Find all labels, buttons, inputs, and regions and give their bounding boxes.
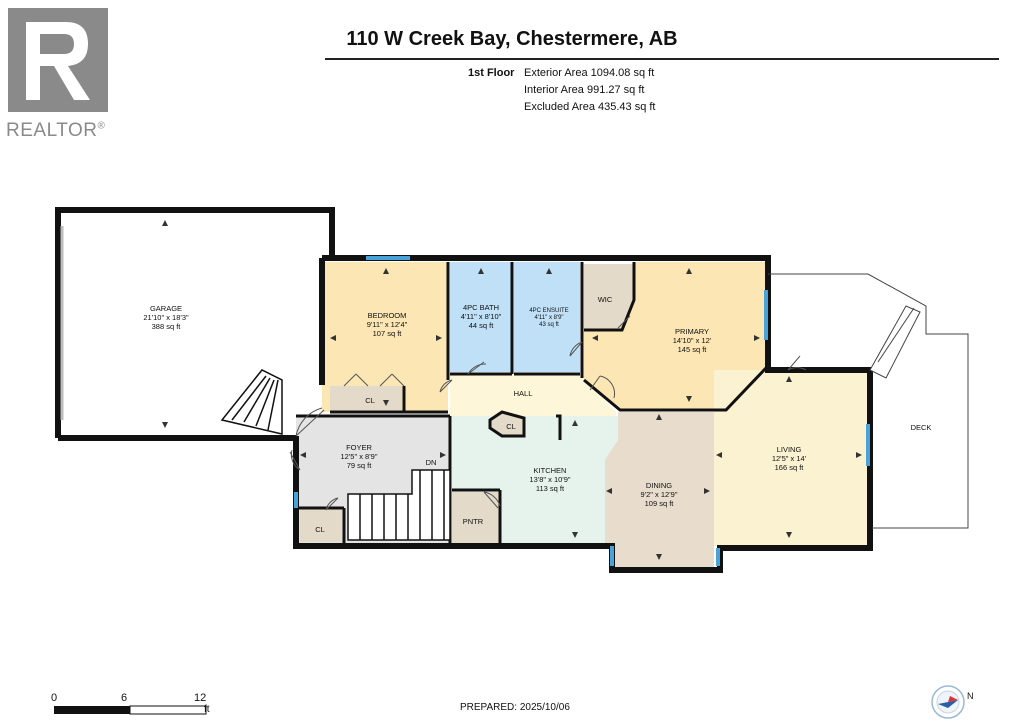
closet-hall-label: CL — [506, 422, 516, 431]
dining-area: 109 sq ft — [645, 499, 675, 508]
living-dims: 12'5" x 14' — [772, 454, 807, 463]
bedroom-area: 107 sq ft — [373, 329, 403, 338]
bath-fill — [450, 262, 512, 372]
compass-north-label: N — [967, 691, 974, 701]
compass-icon: N — [930, 682, 974, 722]
floor-label: 1st Floor — [468, 67, 515, 79]
primary-area: 145 sq ft — [678, 345, 708, 354]
dining-name: DINING — [646, 481, 672, 490]
ensuite-area: 43 sq ft — [539, 322, 559, 328]
bath-dims: 4'11" x 8'10" — [461, 312, 502, 321]
garage-dims: 21'10" x 18'3" — [143, 313, 189, 322]
hall-name: HALL — [514, 389, 533, 398]
ensuite-name: 4PC ENSUITE — [529, 308, 568, 314]
closet-foyer-label: CL — [315, 525, 325, 534]
scale-label-12: 12 — [194, 692, 207, 704]
garage-walls — [55, 207, 335, 438]
bath-name: 4PC BATH — [463, 303, 499, 312]
garage-name: GARAGE — [150, 304, 182, 313]
prepared-date: PREPARED: 2025/10/06 — [460, 702, 570, 713]
stairs-down-label: DN — [426, 458, 437, 467]
bedroom-name: BEDROOM — [368, 311, 407, 320]
bedroom-dims: 9'11" x 12'4" — [367, 320, 408, 329]
hall-fill — [450, 374, 616, 416]
primary-name: PRIMARY — [675, 327, 709, 336]
wic-fill — [584, 264, 634, 330]
closet-fill — [330, 386, 402, 412]
room-labels: GARAGE 21'10" x 18'3" 388 sq ft BEDROOM … — [143, 295, 931, 534]
living-area: 166 sq ft — [775, 463, 805, 472]
kitchen-name: KITCHEN — [534, 466, 567, 475]
kitchen-area: 113 sq ft — [536, 484, 565, 493]
header-divider — [325, 58, 999, 60]
excluded-area: Excluded Area 435.43 sq ft — [524, 101, 656, 113]
realtor-logo-mark — [8, 8, 108, 112]
garage-area: 388 sq ft — [152, 322, 182, 331]
wic-name: WIC — [598, 295, 613, 304]
realtor-logo: REALTOR® — [6, 8, 118, 141]
closet-fill-2 — [300, 508, 342, 542]
ensuite-fill — [514, 262, 580, 372]
living-fill — [714, 370, 868, 546]
ensuite-dims: 4'11" x 8'9" — [534, 315, 563, 321]
dimension-arrows — [162, 220, 862, 560]
property-address-title: 110 W Creek Bay, Chestermere, AB — [346, 28, 678, 50]
garage-steps — [220, 369, 283, 435]
realtor-logo-text: REALTOR® — [6, 120, 106, 141]
scale-bar — [54, 705, 207, 715]
foyer-name: FOYER — [346, 443, 372, 452]
kitchen-dims: 13'8" x 10'9" — [529, 475, 570, 484]
scale-label-6: 6 — [121, 692, 128, 704]
interior-area: Interior Area 991.27 sq ft — [524, 84, 645, 96]
room-fills — [296, 262, 868, 568]
primary-dims: 14'10" x 12' — [673, 336, 712, 345]
closet-bedroom-label: CL — [365, 396, 375, 405]
dining-dims: 9'2" x 12'9" — [641, 490, 678, 499]
bath-area: 44 sq ft — [469, 321, 495, 330]
doors — [289, 315, 807, 511]
stairs — [347, 469, 451, 541]
foyer-area: 79 sq ft — [347, 461, 373, 470]
dining-fill — [605, 412, 714, 568]
living-name: LIVING — [777, 445, 802, 454]
foyer-dims: 12'5" x 8'9" — [341, 452, 378, 461]
scale-unit: ft — [204, 704, 210, 715]
deck-outline — [768, 273, 969, 529]
deck-name: DECK — [911, 423, 932, 432]
pantry-label: PNTR — [463, 517, 484, 526]
exterior-area: Exterior Area 1094.08 sq ft — [524, 67, 655, 79]
scale-label-0: 0 — [51, 692, 58, 704]
windows — [294, 256, 870, 566]
